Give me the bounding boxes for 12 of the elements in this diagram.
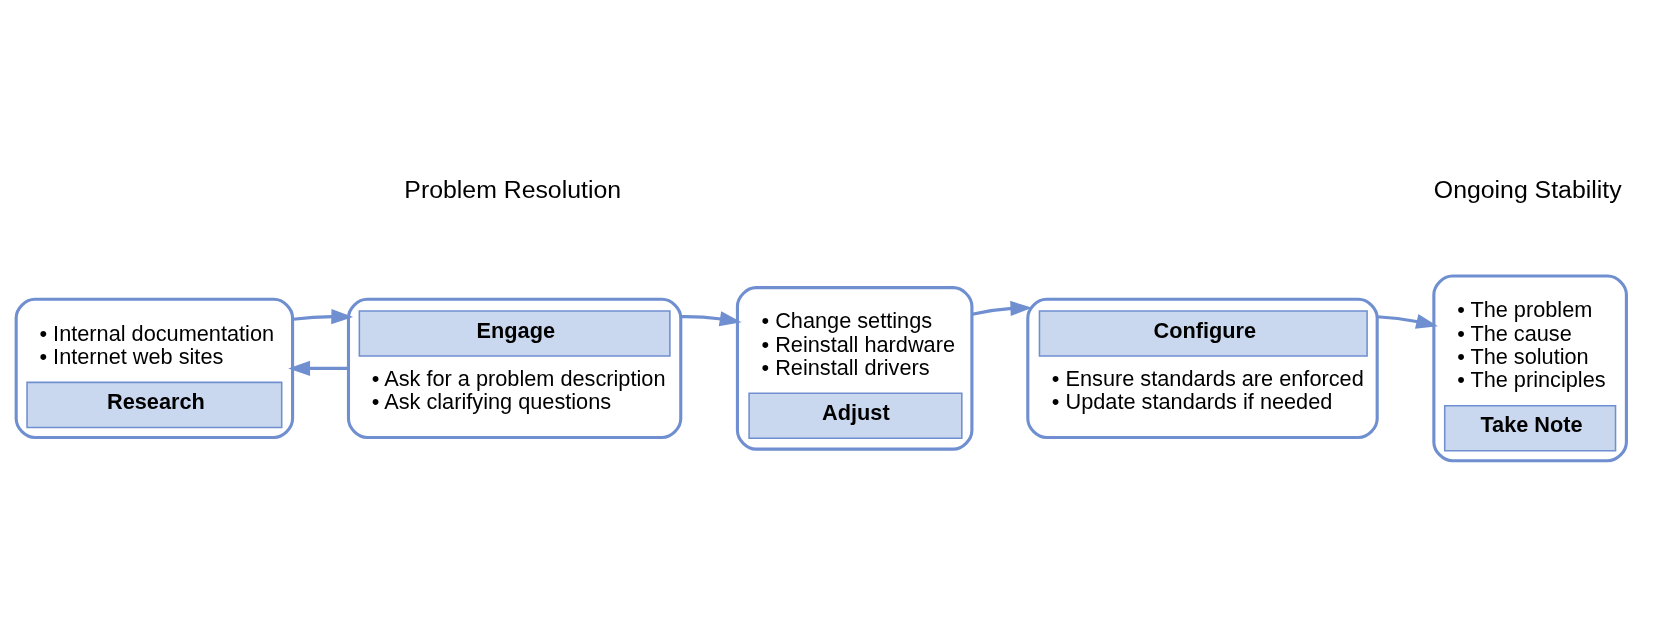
node-box: • The problem • The cause • The solution • The principles Take Note (1432, 273, 1628, 462)
arrow (288, 360, 349, 376)
arrow (681, 310, 742, 326)
node-box: Configure • Ensure standards are enforced • Update standards if needed (1026, 297, 1379, 439)
node-box: Engage • Ask for a problem description • Ask clarifying questions (346, 297, 683, 439)
label: Problem Resolution (404, 175, 622, 203)
arrow (292, 308, 354, 324)
node-box: • Change settings • Reinstall hardware • Reinstall drivers Adjust (735, 285, 974, 451)
arrow (1377, 313, 1438, 329)
label: Ongoing Stability (1433, 175, 1622, 203)
node-box: • Internal documentation • Internet web sites Research (14, 297, 295, 439)
arrow (971, 300, 1033, 316)
